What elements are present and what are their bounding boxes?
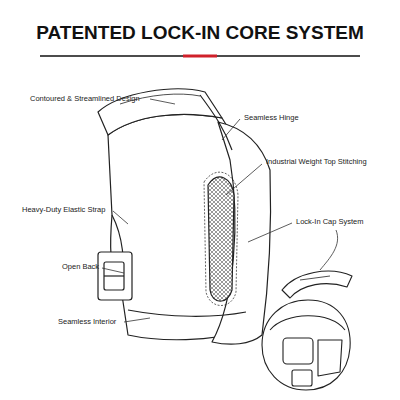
leader-lines — [102, 99, 338, 322]
title-underline — [40, 56, 360, 57]
part-label: Open Back — [62, 262, 99, 271]
title: PATENTED LOCK-IN CORE SYSTEM — [0, 22, 400, 44]
part-label: Seamless Hinge — [244, 113, 299, 122]
knee-pad — [98, 89, 271, 344]
cap-inset — [262, 271, 352, 390]
part-label: Seamless Interior — [58, 317, 116, 326]
part-label: Lock-In Cap System — [296, 217, 364, 226]
part-label: Contoured & Streamlined Design — [30, 94, 140, 103]
part-label: Industrial Weight Top Stitching — [266, 157, 367, 166]
part-label: Heavy-Duty Elastic Strap — [22, 205, 105, 214]
